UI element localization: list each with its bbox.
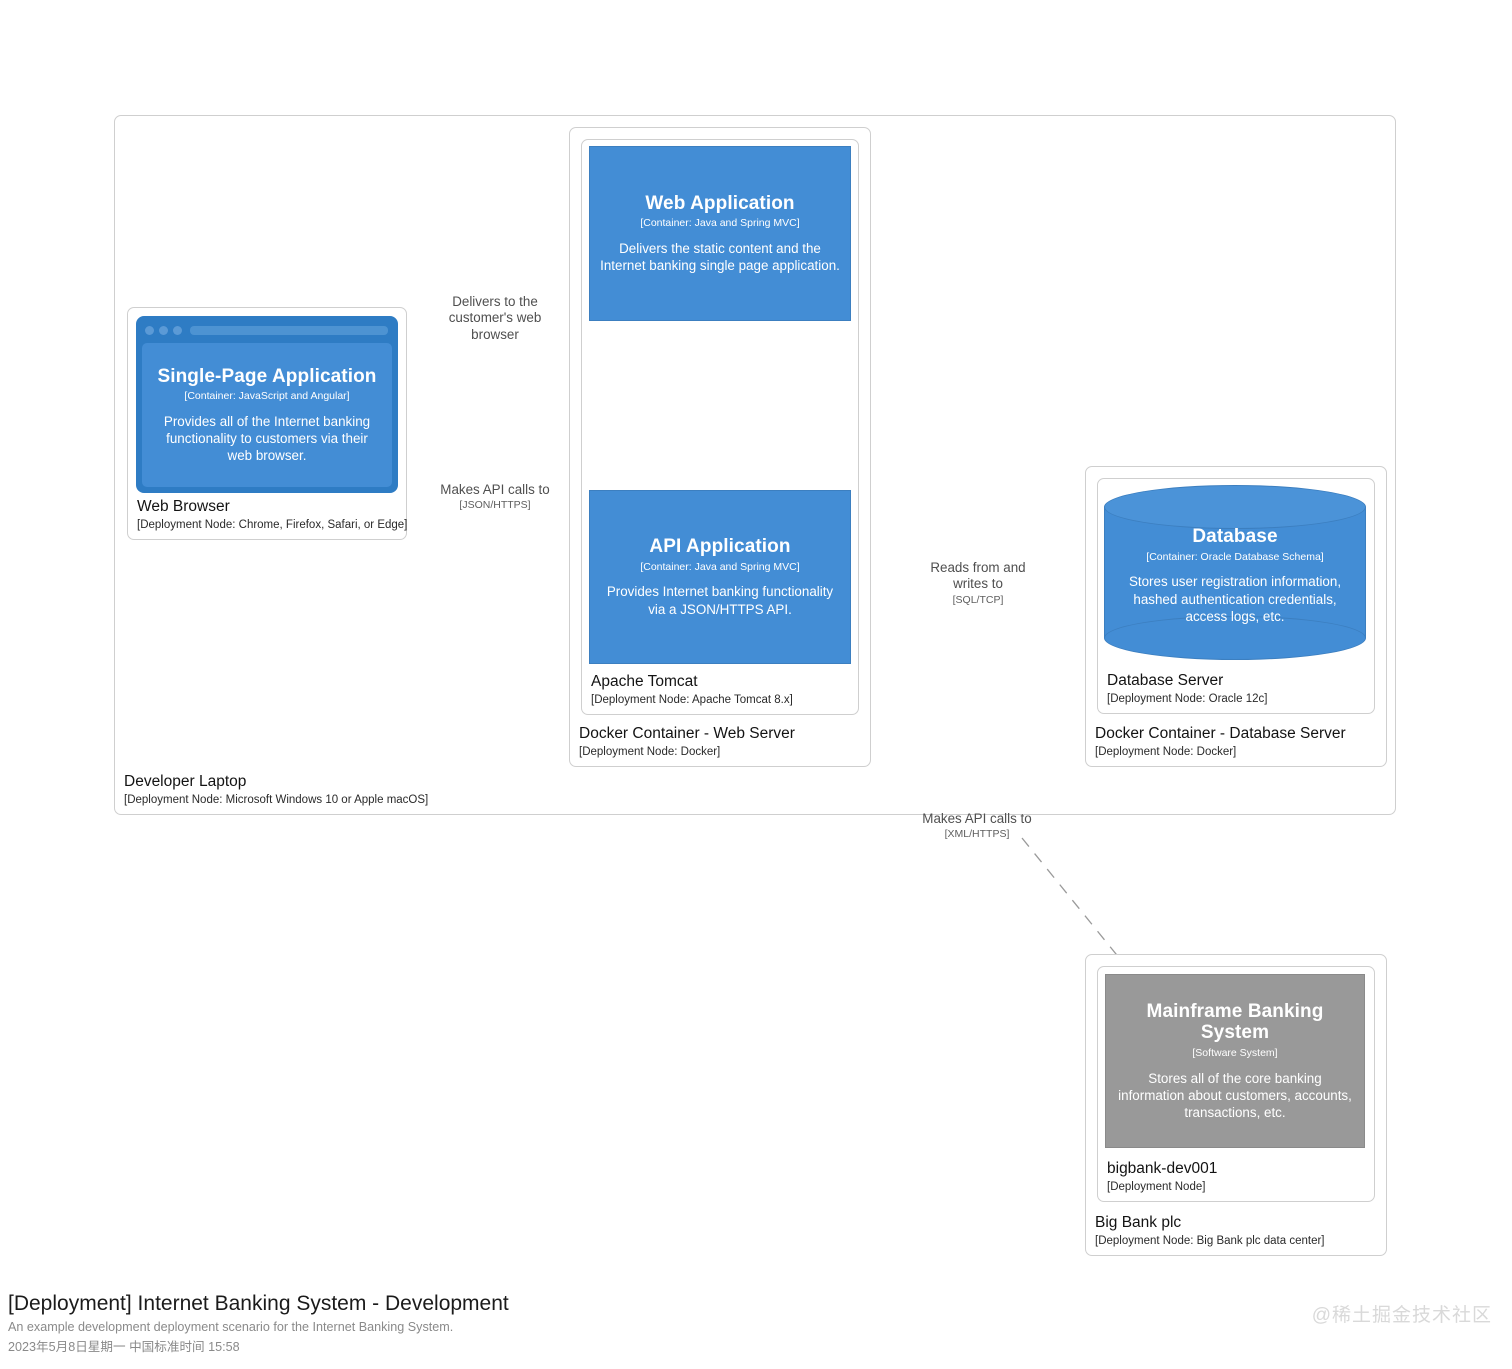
- docker-web-server-title: Docker Container - Web Server: [579, 725, 795, 743]
- web-application-name: Web Application: [645, 192, 795, 214]
- database-server-tech: [Deployment Node: Oracle 12c]: [1107, 692, 1268, 705]
- docker-database-server-tech: [Deployment Node: Docker]: [1095, 745, 1237, 758]
- browser-dot-icon: [173, 326, 182, 335]
- element-single-page-application[interactable]: Single-Page Application [Container: Java…: [136, 316, 398, 493]
- element-database[interactable]: Database [Container: Oracle Database Sch…: [1104, 485, 1366, 660]
- apache-tomcat-tech: [Deployment Node: Apache Tomcat 8.x]: [591, 693, 793, 706]
- diagram-description: An example development deployment scenar…: [8, 1320, 454, 1334]
- web-application-tech: [Container: Java and Spring MVC]: [640, 217, 800, 230]
- relationship-label-api-json: Makes API calls to [JSON/HTTPS]: [428, 482, 562, 512]
- developer-laptop-label: Developer Laptop [Deployment Node: Micro…: [124, 773, 428, 807]
- web-browser-title: Web Browser: [137, 498, 230, 516]
- relationship-api-xml-tech: [XML/HTTPS]: [944, 828, 1010, 841]
- database-content: Database [Container: Oracle Database Sch…: [1104, 513, 1366, 638]
- api-application-description: Provides Internet banking functionality …: [606, 584, 834, 617]
- api-application-name: API Application: [649, 536, 791, 558]
- single-page-application-tech: [Container: JavaScript and Angular]: [184, 390, 350, 403]
- relationship-label-delivers: Delivers to the customer's web browser: [427, 294, 563, 344]
- browser-chrome: [142, 322, 392, 339]
- relationship-db-rw-text: Reads from and writes to: [930, 560, 1026, 592]
- element-web-application[interactable]: Web Application [Container: Java and Spr…: [589, 146, 851, 321]
- element-api-application[interactable]: API Application [Container: Java and Spr…: [589, 490, 851, 664]
- relationship-api-json-tech: [JSON/HTTPS]: [459, 499, 531, 512]
- browser-dot-icon: [145, 326, 154, 335]
- relationship-db-rw-tech: [SQL/TCP]: [952, 593, 1004, 606]
- bigbank-dev001-label: bigbank-dev001 [Deployment Node]: [1107, 1160, 1217, 1194]
- database-name: Database: [1192, 526, 1278, 548]
- database-server-label: Database Server [Deployment Node: Oracle…: [1107, 672, 1267, 706]
- relationship-label-db-rw: Reads from and writes to [SQL/TCP]: [912, 560, 1044, 606]
- mainframe-banking-system-name: Mainframe Banking System: [1146, 1000, 1324, 1044]
- big-bank-plc-title: Big Bank plc: [1095, 1214, 1182, 1232]
- single-page-application-description: Provides all of the Internet banking fun…: [163, 413, 371, 464]
- relationship-api-json-text: Makes API calls to: [440, 482, 550, 497]
- single-page-application-content: Single-Page Application [Container: Java…: [142, 343, 392, 487]
- relationship-delivers-text: Delivers to the customer's web browser: [448, 294, 542, 342]
- apache-tomcat-title: Apache Tomcat: [591, 673, 698, 691]
- big-bank-plc-tech: [Deployment Node: Big Bank plc data cent…: [1095, 1234, 1325, 1247]
- browser-address-bar: [190, 326, 388, 335]
- browser-dot-icon: [159, 326, 168, 335]
- web-browser-label: Web Browser [Deployment Node: Chrome, Fi…: [137, 498, 407, 532]
- element-mainframe-banking-system[interactable]: Mainframe Banking System [Software Syste…: [1105, 974, 1365, 1148]
- docker-database-server-title: Docker Container - Database Server: [1095, 725, 1346, 743]
- database-description: Stores user registration information, ha…: [1128, 574, 1342, 624]
- apache-tomcat-label: Apache Tomcat [Deployment Node: Apache T…: [591, 673, 793, 707]
- docker-database-server-label: Docker Container - Database Server [Depl…: [1095, 725, 1346, 759]
- api-application-tech: [Container: Java and Spring MVC]: [640, 560, 800, 573]
- docker-web-server-tech: [Deployment Node: Docker]: [579, 745, 721, 758]
- big-bank-plc-label: Big Bank plc [Deployment Node: Big Bank …: [1095, 1214, 1325, 1248]
- database-cylinder-bottom: [1104, 616, 1366, 660]
- web-application-description: Delivers the static content and the Inte…: [600, 240, 840, 274]
- bigbank-dev001-tech: [Deployment Node]: [1107, 1180, 1206, 1193]
- relationship-label-api-xml: Makes API calls to [XML/HTTPS]: [902, 811, 1052, 841]
- watermark: @稀土掘金技术社区: [1311, 1305, 1492, 1326]
- web-browser-tech: [Deployment Node: Chrome, Firefox, Safar…: [137, 518, 408, 531]
- diagram-footer: [Deployment] Internet Banking System - D…: [8, 1291, 509, 1355]
- bigbank-dev001-title: bigbank-dev001: [1107, 1160, 1218, 1178]
- single-page-application-name: Single-Page Application: [157, 365, 377, 387]
- developer-laptop-tech: [Deployment Node: Microsoft Windows 10 o…: [124, 793, 429, 806]
- diagram-timestamp: 2023年5月8日星期一 中国标准时间 15:58: [8, 1340, 240, 1354]
- database-server-title: Database Server: [1107, 672, 1224, 690]
- developer-laptop-title: Developer Laptop: [124, 773, 247, 791]
- docker-web-server-label: Docker Container - Web Server [Deploymen…: [579, 725, 795, 759]
- mainframe-banking-system-tech: [Software System]: [1192, 1047, 1278, 1060]
- database-tech: [Container: Oracle Database Schema]: [1146, 550, 1324, 563]
- diagram-title: [Deployment] Internet Banking System - D…: [8, 1291, 509, 1315]
- database-cylinder-top: [1104, 485, 1366, 529]
- mainframe-banking-system-description: Stores all of the core banking informati…: [1118, 1070, 1352, 1121]
- relationship-api-xml-text: Makes API calls to: [922, 811, 1032, 826]
